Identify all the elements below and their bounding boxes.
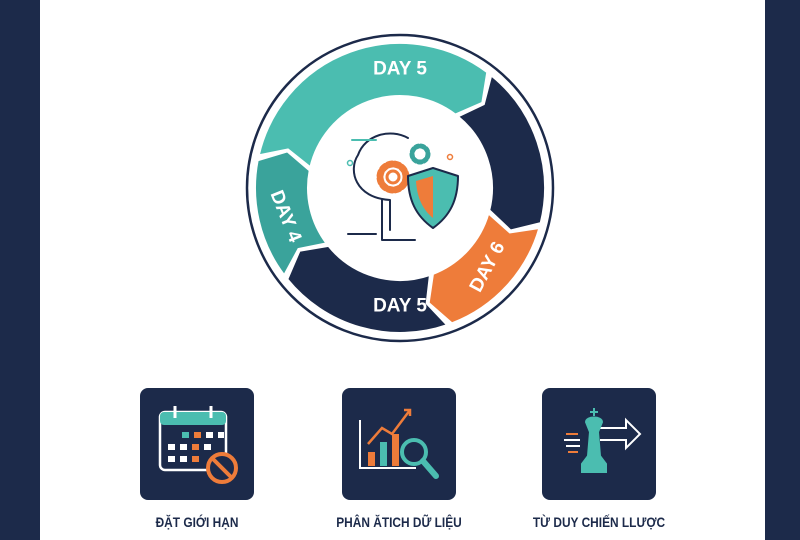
feature-card-limits [140, 388, 254, 500]
feature-card-strategy [542, 388, 656, 500]
cycle-segment [254, 150, 329, 278]
cycle-segment [456, 73, 546, 232]
feature-label-data: PHÂN ĂTICH DỮ LIỆU [336, 514, 462, 530]
feature-label-strategy: TỪ DUY CHIẾN LLƯỢC [532, 514, 666, 530]
left-border [0, 0, 40, 540]
outer-ring [245, 33, 555, 343]
chess-king-arrow-icon [564, 408, 642, 473]
calendar-block-icon [158, 406, 238, 484]
cycle-segment [427, 211, 541, 325]
cycle-segment [257, 42, 489, 170]
cycle-segment-label: DAY 5 [373, 59, 427, 80]
feature-label-limits: ĐẶT GIỚI HẠN [155, 514, 239, 530]
cycle-segment-label: DAY 5 [373, 296, 427, 317]
chart-magnifier-icon [359, 408, 439, 479]
cycle-segment [286, 244, 450, 334]
head-gears-shield-icon [346, 132, 459, 241]
feature-card-data [342, 388, 456, 500]
right-border [765, 0, 800, 540]
